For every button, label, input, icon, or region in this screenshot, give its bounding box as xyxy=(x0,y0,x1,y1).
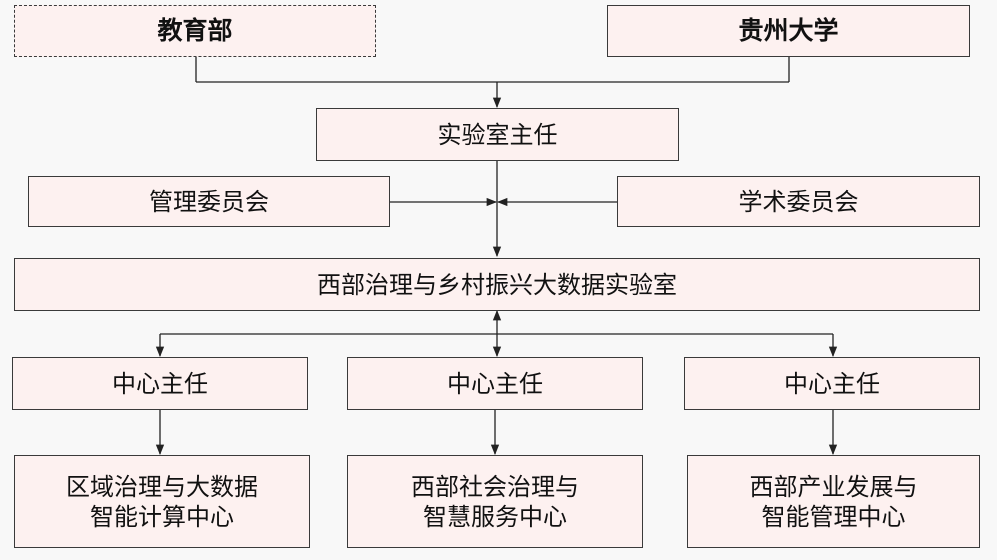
center-director-box: 中心主任 xyxy=(347,357,643,410)
center-box: 西部产业发展与 智能管理中心 xyxy=(687,455,980,548)
university-box: 贵州大学 xyxy=(607,5,970,57)
center-box: 西部社会治理与 智慧服务中心 xyxy=(347,455,643,548)
lab-director-box: 实验室主任 xyxy=(316,108,679,161)
center-director-box: 中心主任 xyxy=(684,357,980,410)
center-director-box: 中心主任 xyxy=(12,357,308,410)
management-committee-box: 管理委员会 xyxy=(28,176,390,227)
lab-box: 西部治理与乡村振兴大数据实验室 xyxy=(14,258,980,311)
ministry-box: 教育部 xyxy=(14,5,376,57)
academic-committee-box: 学术委员会 xyxy=(617,176,980,227)
center-box: 区域治理与大数据 智能计算中心 xyxy=(14,455,310,548)
